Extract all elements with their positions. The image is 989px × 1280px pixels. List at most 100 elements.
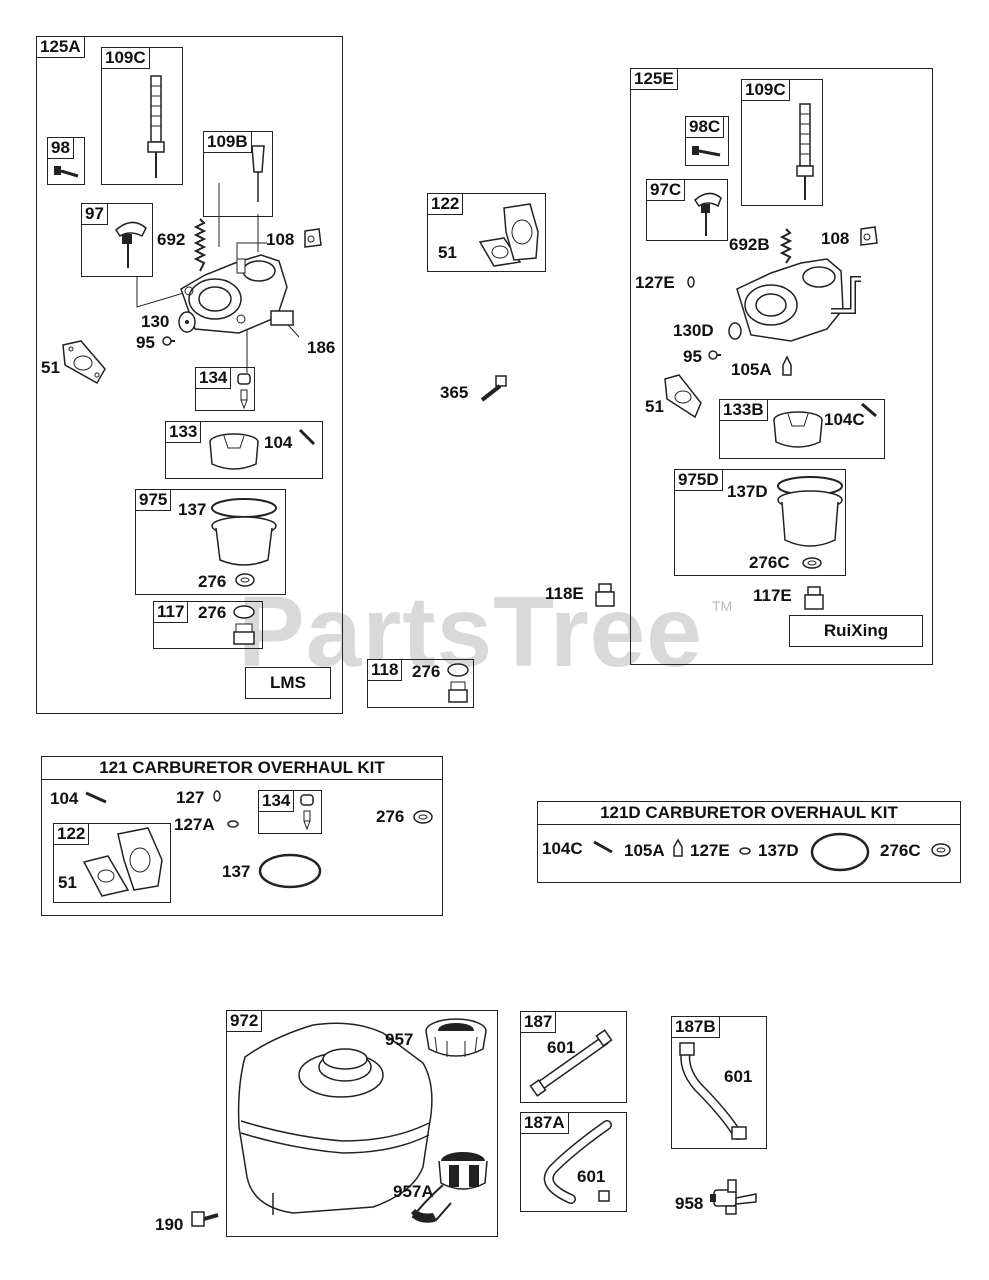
label-130d: 130D — [673, 321, 714, 340]
label-276: 276 — [198, 572, 227, 591]
subbox-97[interactable]: 97 — [81, 203, 153, 277]
label-957: 957 — [385, 1030, 414, 1049]
screw-95-part — [161, 335, 175, 347]
label-105a-kit: 105A — [624, 841, 665, 860]
label-137-kit: 137 — [222, 862, 251, 881]
label-51-e: 51 — [645, 397, 664, 416]
subbox-117-tag: 117 — [154, 602, 189, 623]
gasket-108-e-part — [857, 225, 879, 247]
pin-104c-part — [860, 402, 880, 420]
subbox-98[interactable]: 98 — [47, 137, 85, 185]
kit-121-title: 121 CARBURETOR OVERHAUL KIT — [42, 757, 442, 780]
label-137d-kit: 137D — [758, 841, 799, 860]
label-365: 365 — [440, 383, 469, 402]
spacer-122-kit-part — [78, 826, 168, 902]
group-118-tag: 118 — [368, 660, 403, 681]
label-108-e: 108 — [821, 229, 850, 248]
float-pin-part — [142, 72, 172, 182]
subbox-133-tag: 133 — [166, 422, 202, 443]
label-108: 108 — [266, 230, 295, 249]
group-187b[interactable]: 187B 601 — [671, 1016, 767, 1149]
kit-121-subbox-134[interactable]: 134 — [258, 790, 322, 834]
gasket-51-e-part — [661, 373, 705, 419]
subbox-134-tag: 134 — [196, 368, 232, 389]
group-972-tag: 972 — [227, 1011, 263, 1032]
washer-276-part — [234, 572, 256, 588]
spring-part — [195, 219, 205, 271]
subbox-109b[interactable]: 109B — [203, 131, 273, 217]
group-187a[interactable]: 187A 601 — [520, 1112, 627, 1212]
label-601-187a: 601 — [577, 1167, 606, 1186]
group-187[interactable]: 187 601 — [520, 1011, 627, 1103]
disc-130d-part — [727, 321, 743, 341]
kit-121-subbox-134-tag: 134 — [259, 791, 295, 812]
subbox-98c[interactable]: 98C — [685, 116, 729, 166]
label-95: 95 — [136, 333, 155, 352]
fuel-tank-part — [233, 1017, 439, 1217]
needle-105a-part — [781, 355, 793, 379]
label-130: 130 — [141, 312, 170, 331]
group-125e: 125E 98C 109C 97C 692B 108 127E — [630, 68, 933, 665]
screw-part — [54, 166, 82, 182]
fuel-line-187-part — [525, 1026, 621, 1100]
label-601-187b: 601 — [724, 1067, 753, 1086]
ring-137d-kit-part — [808, 830, 872, 874]
group-118[interactable]: 118 276 — [367, 659, 474, 708]
label-51: 51 — [41, 358, 60, 377]
label-276-118: 276 — [412, 662, 441, 681]
washer-276c-part — [801, 556, 823, 570]
oring-127-kit-part — [212, 789, 222, 803]
subbox-133[interactable]: 133 104 — [165, 421, 323, 479]
subbox-117[interactable]: 117 276 — [153, 601, 263, 649]
bolt-118-part — [446, 662, 470, 706]
label-117e: 117E — [753, 586, 792, 605]
label-137: 137 — [178, 500, 207, 519]
label-276c-kit: 276C — [880, 841, 921, 860]
choke-lever-e-part — [691, 186, 727, 240]
float-133-part — [206, 428, 262, 476]
kit-121-subbox-122[interactable]: 122 51 — [53, 823, 171, 903]
subbox-134[interactable]: 134 — [195, 367, 255, 411]
group-122[interactable]: 122 51 — [427, 193, 546, 272]
subbox-97c-tag: 97C — [647, 180, 686, 201]
subbox-975[interactable]: 975 137 276 — [135, 489, 286, 595]
fuel-line-187b-part — [676, 1039, 766, 1147]
label-51-122: 51 — [438, 243, 457, 262]
label-105a: 105A — [731, 360, 772, 379]
group-972[interactable]: 972 957 957A — [226, 1010, 498, 1237]
washer-276-kit-part — [412, 809, 434, 825]
washer-276c-kit-part — [930, 842, 952, 858]
kit-121: 121 CARBURETOR OVERHAUL KIT 104 127 127A… — [41, 756, 443, 916]
pin-104-kit-part — [84, 791, 110, 805]
kit-121d: 121D CARBURETOR OVERHAUL KIT 104C 105A 1… — [537, 801, 961, 883]
bolt-118e-part — [594, 582, 616, 608]
label-118e: 118E — [545, 584, 584, 603]
subbox-975-tag: 975 — [136, 490, 172, 511]
gasket-108-part — [301, 227, 323, 249]
kit-121d-title: 121D CARBURETOR OVERHAUL KIT — [538, 802, 960, 825]
ring-137-kit-part — [256, 851, 324, 891]
disc-130-part — [177, 311, 197, 333]
subbox-975d[interactable]: 975D 137D 276C — [674, 469, 846, 576]
subbox-109c-e-tag: 109C — [742, 80, 790, 101]
subbox-109c[interactable]: 109C — [101, 47, 183, 185]
carburetor-body-e-part — [731, 249, 865, 349]
bolt-117e-part — [803, 585, 825, 611]
gasket-51-part — [59, 339, 109, 385]
label-127a-kit: 127A — [174, 815, 215, 834]
group-125a-tag: 125A — [37, 37, 85, 58]
label-104-kit: 104 — [50, 789, 79, 808]
label-127e-kit: 127E — [690, 841, 730, 860]
pin-104-part — [298, 428, 318, 448]
needle-105a-kit-part — [672, 838, 684, 860]
fuel-line-187a-part — [533, 1119, 627, 1209]
subbox-109c-e[interactable]: 109C — [741, 79, 823, 206]
subbox-97c[interactable]: 97C — [646, 179, 728, 241]
subbox-133b[interactable]: 133B 104C — [719, 399, 885, 459]
label-958: 958 — [675, 1194, 704, 1213]
bowl-975d-part — [775, 474, 845, 554]
kit-121-subbox-122-tag: 122 — [54, 824, 90, 845]
float-133b-part — [770, 406, 826, 454]
subbox-98c-tag: 98C — [686, 117, 725, 138]
trademark-symbol: TM — [712, 598, 733, 614]
